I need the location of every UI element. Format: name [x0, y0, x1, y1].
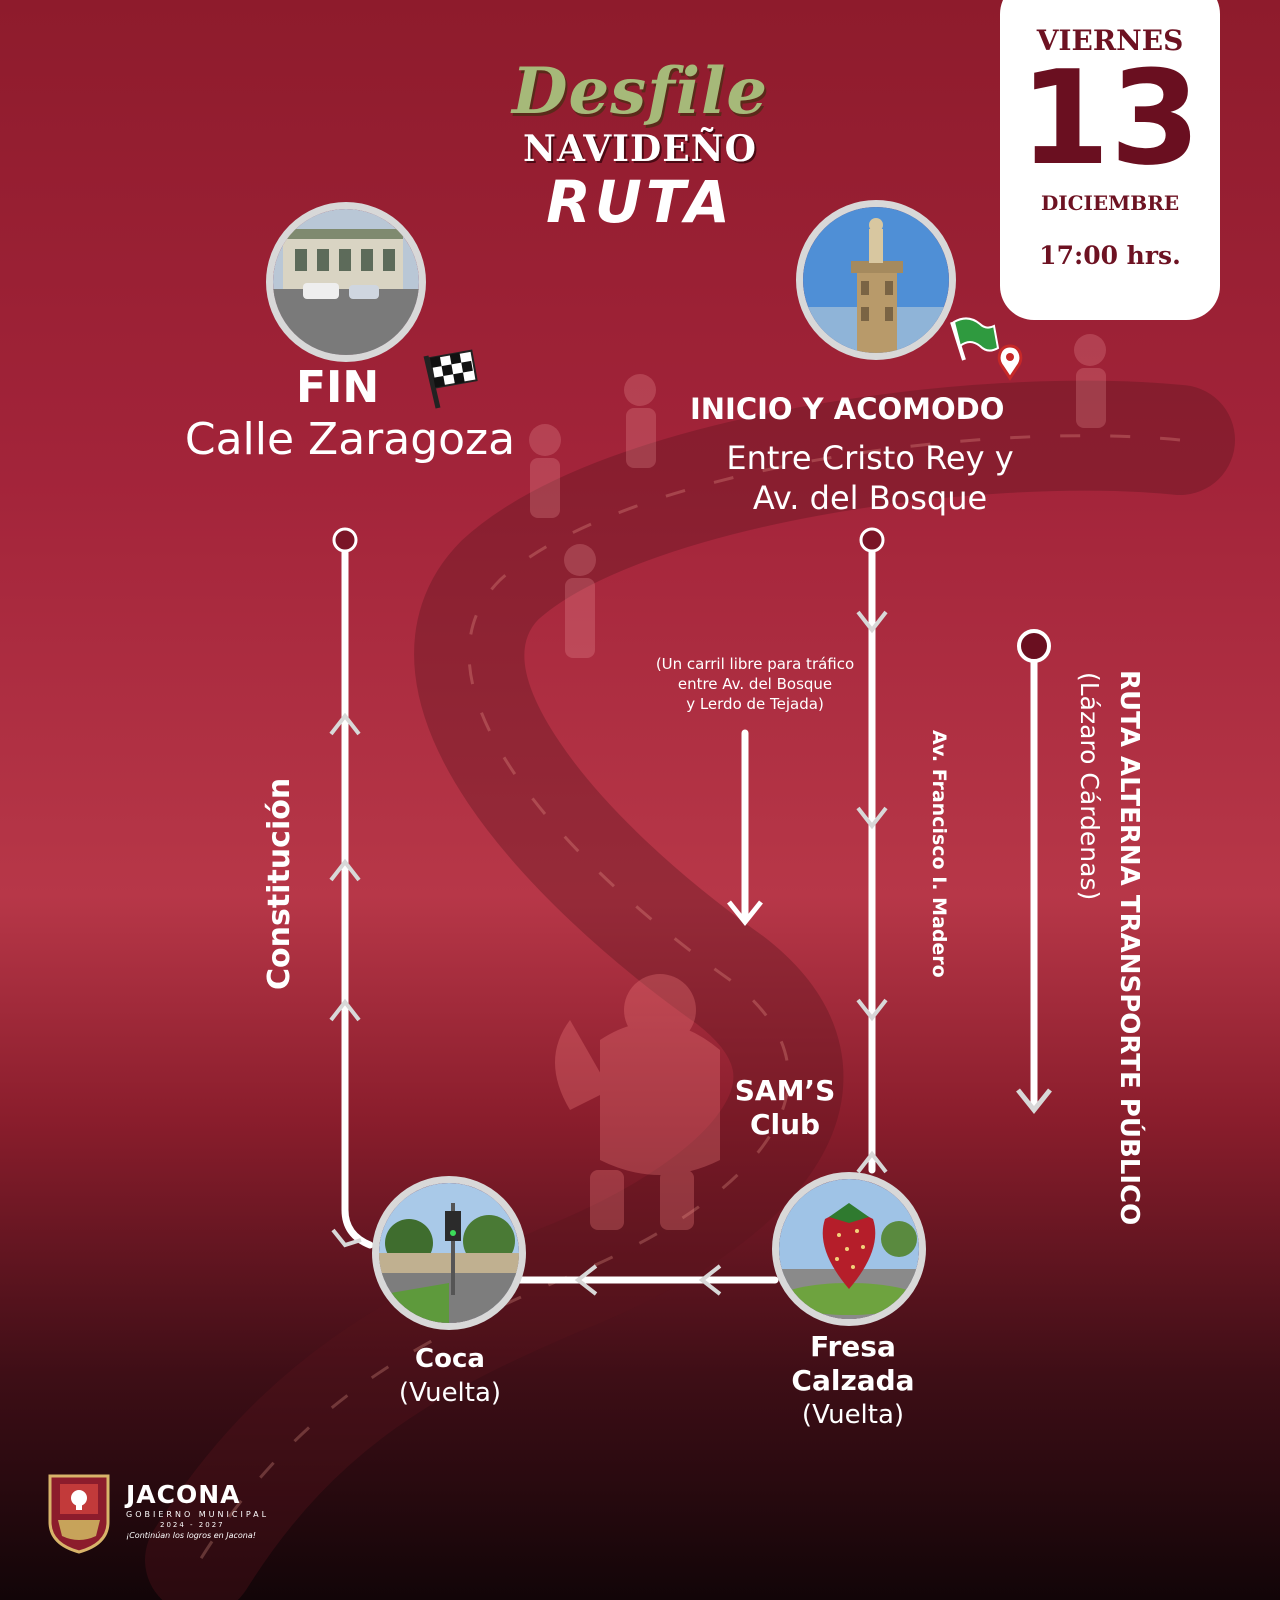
start-marker	[859, 527, 885, 553]
footer-years: 2024 - 2027	[160, 1521, 225, 1529]
coca-note: (Vuelta)	[398, 1378, 502, 1408]
start-photo	[796, 200, 956, 360]
sams-line2: Club	[749, 1108, 821, 1141]
fresa-label: Fresa Calzada	[768, 1330, 938, 1398]
date-day: 13	[1019, 42, 1201, 194]
sams-club-label: SAM’S Club	[730, 1074, 840, 1142]
fresa-note: (Vuelta)	[801, 1400, 905, 1430]
checkered-flag-icon	[423, 349, 478, 409]
alt-route-marker	[1017, 629, 1051, 663]
alt-route-title-label: RUTA ALTERNA TRANSPORTE PÚBLICO	[1114, 670, 1144, 1226]
finish-photo	[266, 202, 426, 362]
santa-decoration	[555, 974, 720, 1230]
street-madero-label: Av. Francisco I. Madero	[928, 730, 950, 978]
alt-route-street: (Lázaro Cárdenas)	[1064, 672, 1104, 932]
dancers-decoration	[529, 334, 1106, 658]
green-flag-icon	[950, 317, 1000, 361]
traffic-note-line1: (Un carril libre para tráfico	[655, 655, 855, 673]
date-card: VIERNES 13 DICIEMBRE 17:00 hrs.	[1000, 0, 1220, 320]
date-month: DICIEMBRE	[1040, 191, 1180, 215]
left-arrows	[574, 1264, 722, 1296]
municipal-shield-icon	[48, 1474, 110, 1554]
street-constitucion: Constitución	[262, 760, 302, 990]
traffic-note: (Un carril libre para tráfico entre Av. …	[620, 654, 890, 714]
alt-route-title: RUTA ALTERNA TRANSPORTE PÚBLICO	[1104, 670, 1144, 1230]
location-pin-icon	[997, 344, 1023, 381]
start-location: Entre Cristo Rey y Av. del Bosque	[690, 438, 1050, 518]
coca-photo	[372, 1176, 526, 1330]
fresa-line1: Fresa	[810, 1330, 896, 1363]
start-label: INICIO Y ACOMODO	[690, 392, 1005, 426]
footer-brand: JACONA	[126, 1480, 241, 1509]
fresa-line2: Calzada	[791, 1364, 915, 1397]
title-desfile: Desfile	[511, 54, 769, 129]
start-location-line1: Entre Cristo Rey y	[726, 439, 1014, 477]
street-madero: Av. Francisco I. Madero	[920, 730, 950, 1010]
fresa-photo	[772, 1172, 926, 1326]
coca-label: Coca	[415, 1344, 485, 1374]
down-arrows	[856, 610, 888, 1174]
title-navideno: NAVIDEÑO	[523, 128, 757, 170]
alt-route-street-label: (Lázaro Cárdenas)	[1075, 672, 1104, 901]
finish-marker	[332, 527, 358, 553]
date-time: 17:00 hrs.	[1039, 241, 1181, 270]
finish-street: Calle Zaragoza	[184, 414, 516, 465]
title-ruta: RUTA	[546, 168, 734, 236]
up-arrows	[329, 712, 362, 1248]
footer-gov: GOBIERNO MUNICIPAL	[126, 1510, 270, 1519]
date-weekday: VIERNES	[1036, 24, 1184, 57]
traffic-note-line3: y Lerdo de Tejada)	[686, 695, 824, 713]
street-constitucion-label: Constitución	[262, 777, 297, 990]
footer-slogan: ¡Continúan los logros en Jacona!	[126, 1531, 256, 1540]
sams-line1: SAM’S	[734, 1074, 836, 1107]
start-location-line2: Av. del Bosque	[752, 479, 988, 517]
constitucion-route	[341, 536, 374, 1249]
finish-label: FIN	[296, 362, 380, 413]
traffic-note-line2: entre Av. del Bosque	[677, 675, 833, 693]
